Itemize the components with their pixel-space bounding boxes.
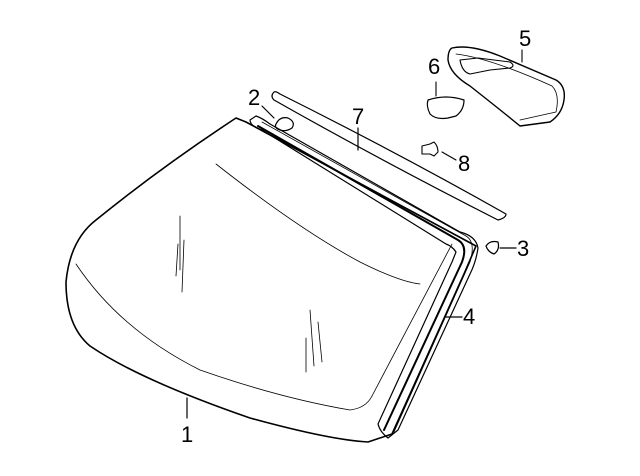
callout-1: 1 <box>181 422 194 447</box>
windshield-molding <box>249 115 479 439</box>
callout-8: 8 <box>458 151 471 176</box>
clip-part-2 <box>261 105 294 132</box>
clip-part-3 <box>485 240 517 255</box>
callout-4: 4 <box>463 304 476 329</box>
mirror-cover <box>426 81 465 120</box>
callout-7: 7 <box>352 104 365 129</box>
callout-2: 2 <box>248 85 261 110</box>
fastener <box>421 141 457 161</box>
callout-5: 5 <box>519 26 532 51</box>
rearview-mirror <box>447 46 566 127</box>
upper-reveal-molding <box>271 91 507 221</box>
windshield-glass <box>65 117 477 443</box>
callout-6: 6 <box>428 54 441 79</box>
callout-3: 3 <box>517 236 530 261</box>
